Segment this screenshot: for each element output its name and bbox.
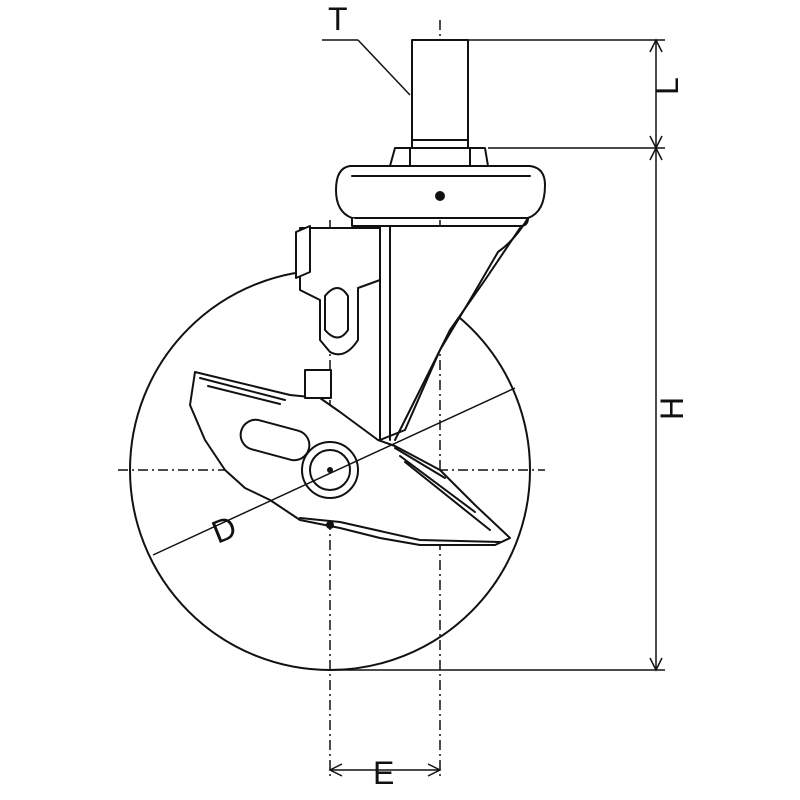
arrow-H-top [649,146,663,161]
threaded-stem [411,39,469,149]
brake-arm-lower [299,517,501,543]
label-H: H [654,397,690,420]
latch-block [304,369,332,399]
fork-front-edge [394,227,521,441]
label-E: E [373,755,394,791]
brake-slot [239,418,311,462]
axle-center [327,467,333,473]
brake-arm-hatch [199,377,491,531]
lower-bolt [326,521,334,529]
arrow-L-top [649,38,663,53]
hex-nut [389,147,489,167]
arrow-E-left [328,763,343,777]
swivel-rivet [435,191,445,201]
label-L: L [649,77,685,95]
fork-yoke [351,217,529,441]
leader-T-diag [357,39,411,96]
brake-tab [295,225,311,279]
dim-line-D [152,387,516,556]
brake-lever-slot [324,287,349,339]
arrow-H-bottom [649,657,663,672]
label-D: D [207,508,242,550]
arrow-E-right [427,763,442,777]
label-T: T [328,1,348,37]
